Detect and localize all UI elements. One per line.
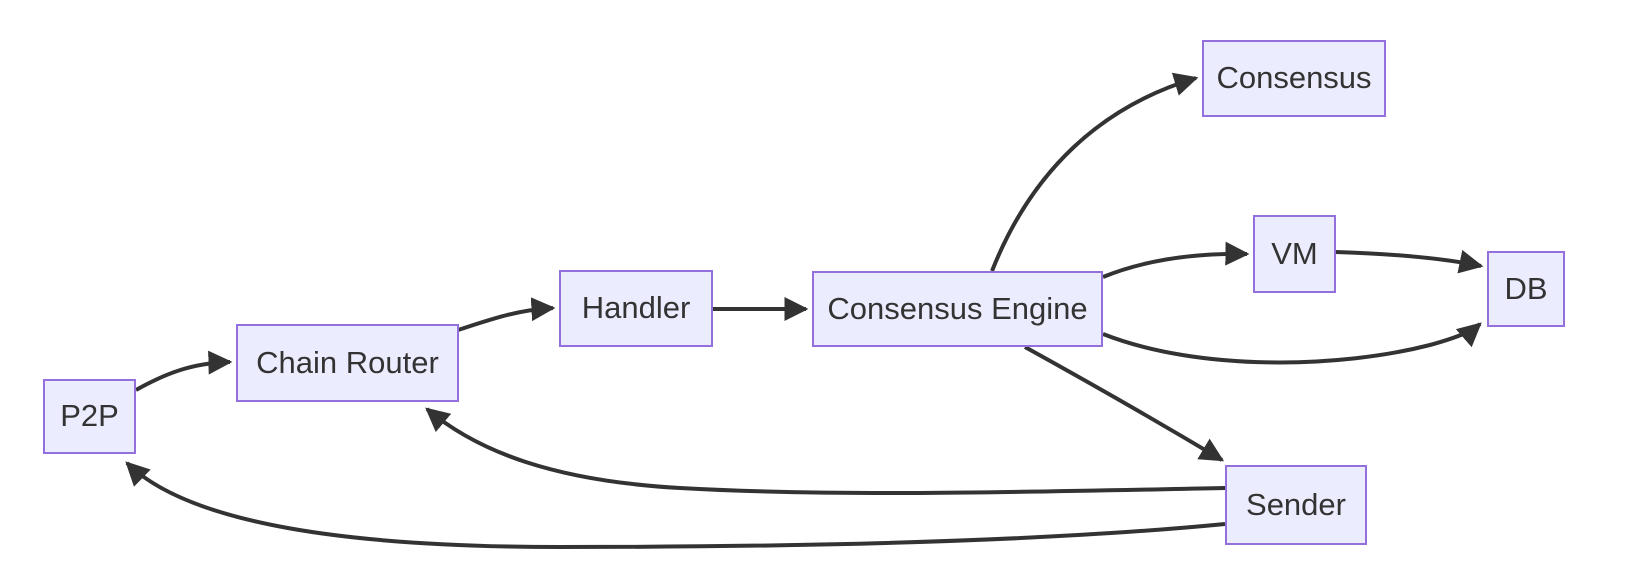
node-p2p: P2P	[43, 379, 136, 454]
node-label-sender: Sender	[1246, 486, 1346, 522]
node-consensus: Consensus	[1202, 40, 1386, 117]
edge-consensus-engine-to-vm	[1102, 241, 1250, 279]
node-chain-router: Chain Router	[236, 324, 459, 402]
node-label-handler: Handler	[581, 290, 691, 325]
edge-sender-to-chain-router	[425, 407, 1226, 496]
node-vm: VM	[1253, 215, 1336, 293]
node-label-vm: VM	[1271, 235, 1318, 271]
node-db: DB	[1487, 251, 1565, 327]
edge-group	[125, 72, 1484, 550]
edge-sender-to-p2p	[125, 461, 1226, 550]
node-label-db: DB	[1504, 270, 1548, 306]
edge-vm-to-db	[1335, 249, 1484, 274]
edge-p2p-to-chain-router	[135, 350, 233, 392]
node-label-consensus-engine: Consensus Engine	[827, 290, 1088, 326]
node-label-chain-router: Chain Router	[256, 344, 439, 380]
node-sender: Sender	[1225, 465, 1367, 545]
edge-consensus-engine-to-db	[1102, 322, 1482, 365]
edge-consensus-engine-to-sender	[1024, 345, 1225, 462]
edge-consensus-engine-to-consensus	[990, 72, 1199, 272]
node-handler: Handler	[559, 270, 713, 347]
node-consensus-engine: Consensus Engine	[812, 271, 1103, 347]
node-label-consensus: Consensus	[1216, 60, 1372, 95]
node-label-p2p: P2P	[60, 398, 119, 433]
edge-chain-router-to-handler	[457, 297, 556, 332]
